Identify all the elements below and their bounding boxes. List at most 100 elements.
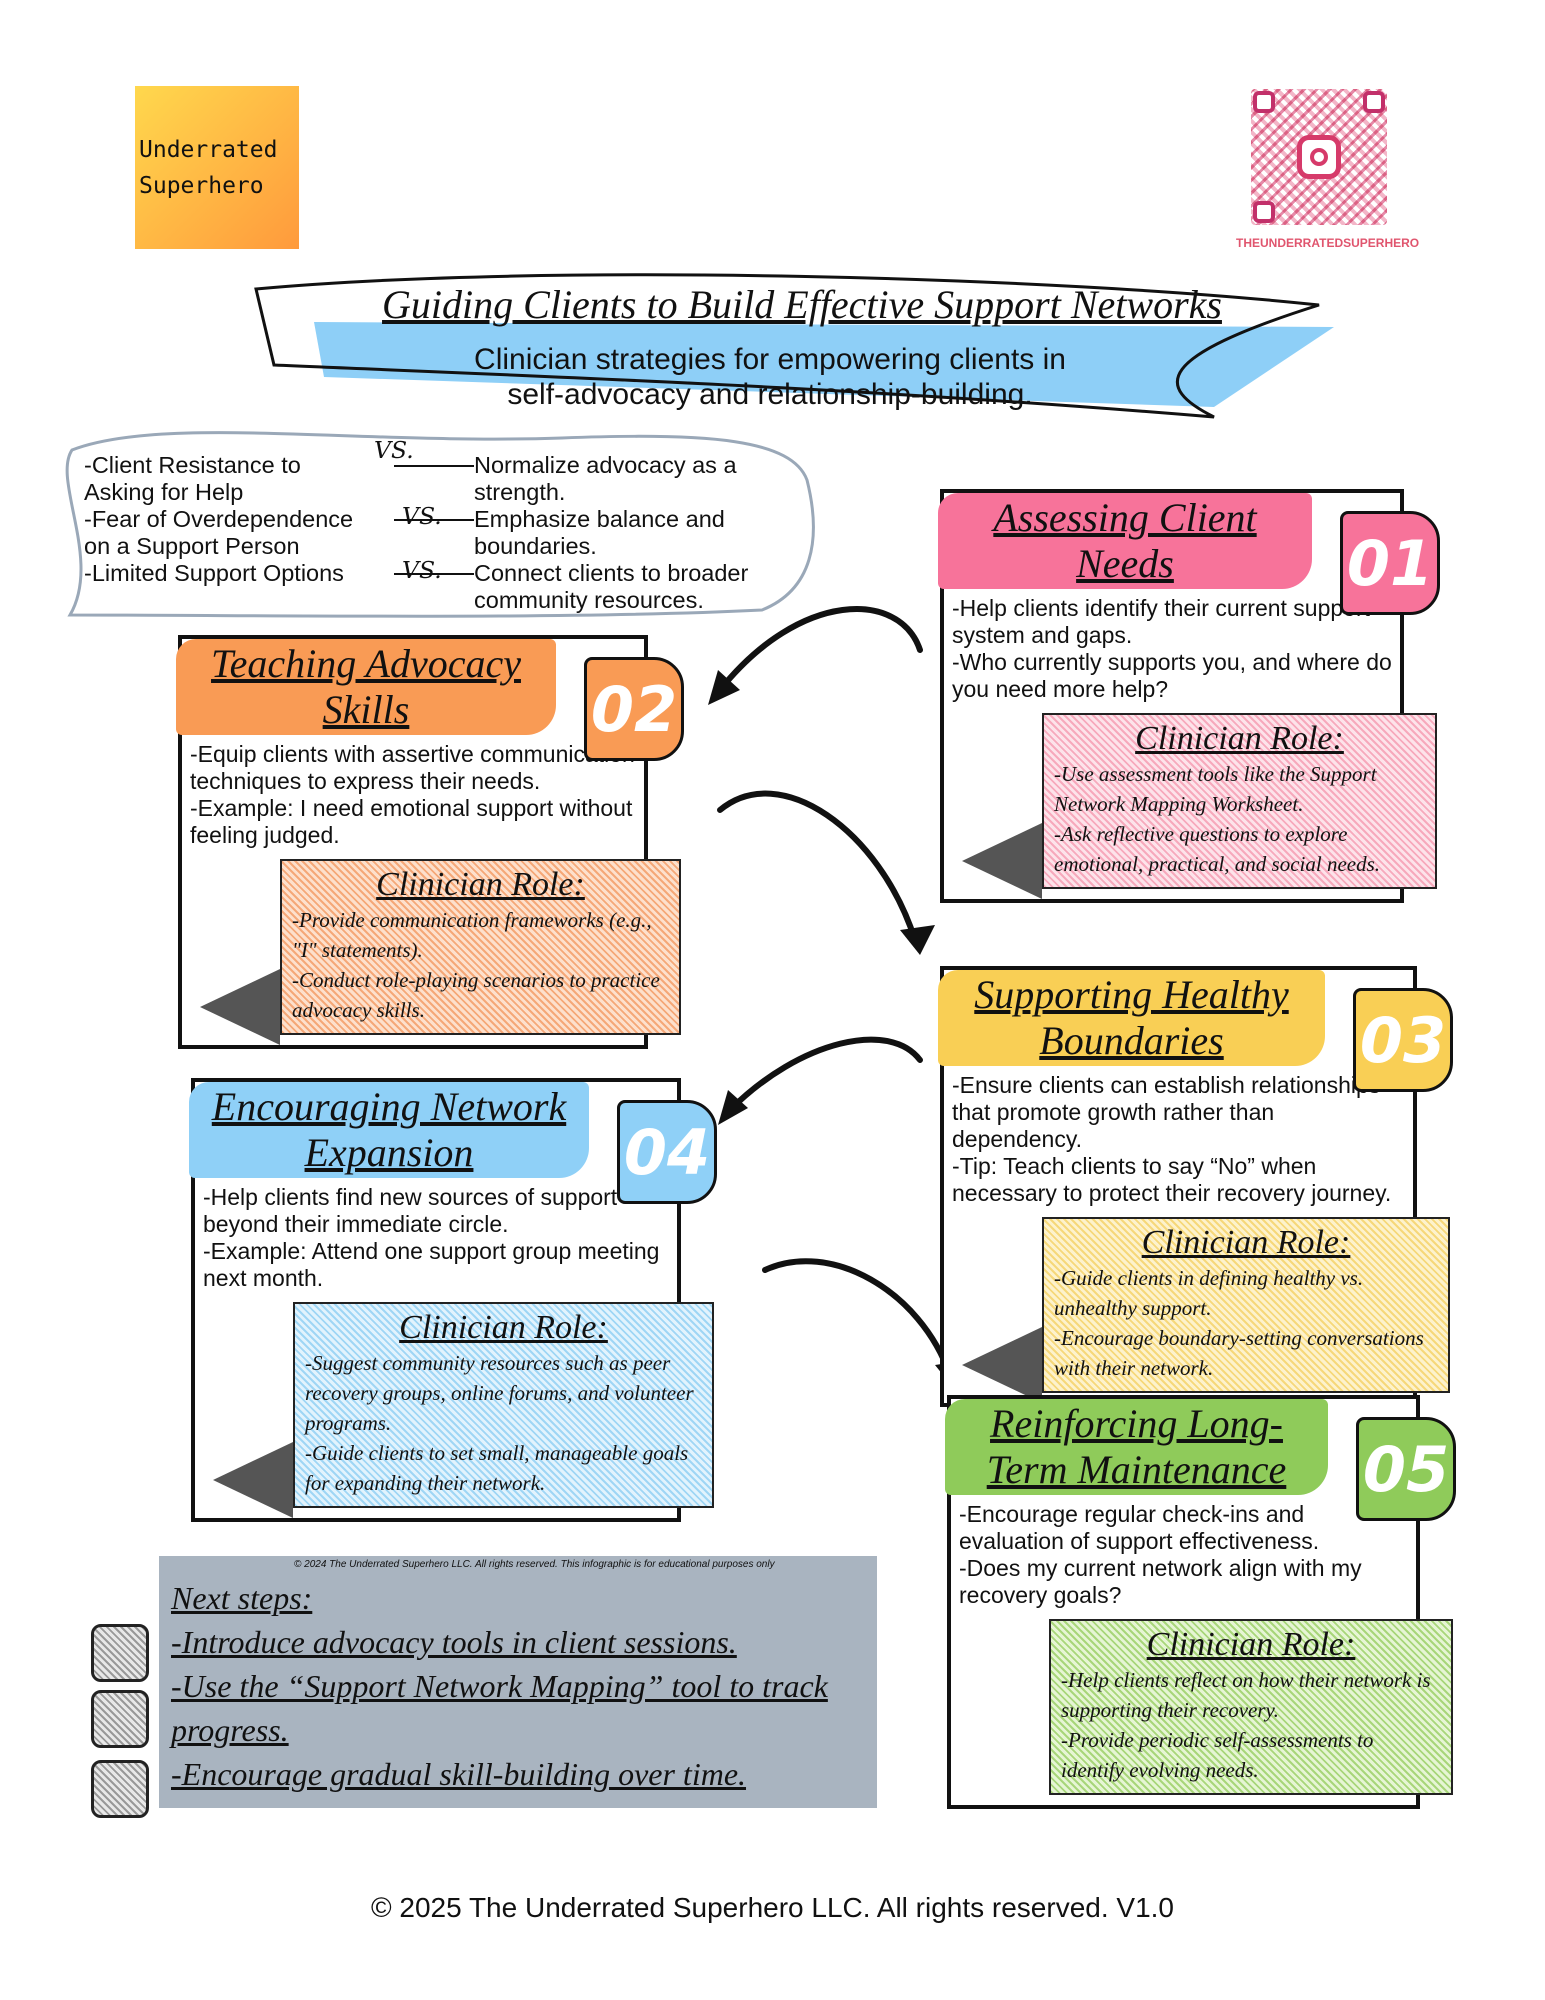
footer-copyright: © 2025 The Underrated Superhero LLC. All…: [370, 1892, 1175, 1923]
section-05: Reinforcing Long-Term Maintenance 05 -En…: [945, 1395, 1456, 1809]
next-step-checkbox[interactable]: [91, 1624, 149, 1682]
comparison-cloud-outline: [65, 431, 815, 618]
section-01-card: Assessing Client Needs 01 -Help clients …: [938, 489, 1440, 903]
section-01-body: -Help clients identify their current sup…: [952, 595, 1392, 703]
logo-line: Superhero: [139, 172, 264, 199]
section-05-clinician-role: Clinician Role: -Help clients reflect on…: [1049, 1619, 1453, 1795]
arrowhead: [708, 670, 740, 705]
body-line: -Encourage regular check-ins and evaluat…: [959, 1501, 1320, 1554]
subtitle-line: self-advocacy and relationship-building.: [507, 378, 1033, 411]
arrow-02-to-03: [717, 790, 918, 943]
body-line: -Who currently supports you, and where d…: [952, 649, 1392, 702]
subtitle-line: Clinician strategies for empowering clie…: [474, 343, 1066, 376]
challenge-line: -Limited Support Options: [84, 560, 344, 586]
body-line: -Ensure clients can establish relationsh…: [952, 1072, 1381, 1152]
challenge-line: -Client Resistance to: [84, 452, 301, 478]
clinician-role-title: Clinician Role:: [1141, 1224, 1351, 1261]
vs-label: VS.: [402, 502, 442, 530]
section-05-card: Reinforcing Long-Term Maintenance 05 -En…: [945, 1395, 1456, 1809]
instagram-icon: [1297, 135, 1341, 179]
next-step-item: -Introduce advocacy tools in client sess…: [171, 1624, 737, 1660]
role-line: -Suggest community resources such as pee…: [305, 1351, 694, 1435]
role-line: -Conduct role-playing scenarios to pract…: [292, 968, 660, 1022]
instagram-handle: THEUNDERRATEDSUPERHERO: [1236, 236, 1420, 250]
vs-label: VS.: [402, 556, 442, 584]
section-03-title: Supporting Healthy Boundaries: [938, 970, 1325, 1066]
fold-decoration: [962, 1327, 1042, 1403]
section-04-body: -Help clients find new sources of suppor…: [203, 1184, 669, 1292]
logo: Underrated Superhero: [135, 86, 299, 249]
vs-label: VS.: [374, 436, 414, 464]
section-04-title: Encouraging Network Expansion: [189, 1082, 589, 1178]
section-04-card: Encouraging Network Expansion 04 -Help c…: [189, 1078, 717, 1522]
solution-line: strength.: [474, 479, 566, 505]
role-line: -Ask reflective questions to explore emo…: [1054, 822, 1381, 876]
section-03-clinician-role: Clinician Role: -Guide clients in defini…: [1042, 1217, 1450, 1393]
qr-finder: [1363, 91, 1385, 113]
section-03: Supporting Healthy Boundaries 03 -Ensure…: [938, 966, 1453, 1407]
role-line: -Help clients reflect on how their netwo…: [1061, 1668, 1431, 1722]
page-subtitle: Clinician strategies for empowering clie…: [330, 342, 1210, 412]
infographic-copyright: © 2024 The Underrated Superhero LLC. All…: [294, 1559, 775, 1570]
fold-decoration: [962, 823, 1042, 899]
next-step-item: -Use the “Support Network Mapping” tool …: [171, 1668, 828, 1748]
section-02-badge: 02: [584, 657, 684, 761]
body-line: -Example: Attend one support group meeti…: [203, 1238, 660, 1291]
section-03-body: -Ensure clients can establish relationsh…: [952, 1072, 1405, 1207]
next-steps-title: Next steps:: [171, 1580, 313, 1616]
page-title: Guiding Clients to Build Effective Suppo…: [382, 282, 1222, 327]
section-01-clinician-role: Clinician Role: -Use assessment tools li…: [1042, 713, 1437, 889]
section-05-title: Reinforcing Long-Term Maintenance: [945, 1399, 1328, 1495]
section-02-clinician-role: Clinician Role: -Provide communication f…: [280, 859, 681, 1035]
arrow-04-to-05: [762, 1258, 953, 1378]
challenge-line: -Fear of Overdependence: [84, 506, 354, 532]
section-05-body: -Encourage regular check-ins and evaluat…: [959, 1501, 1408, 1609]
solution-line: boundaries.: [474, 533, 597, 559]
arrow-03-to-04: [727, 1036, 923, 1113]
next-step-checkbox[interactable]: [91, 1690, 149, 1748]
fold-decoration: [213, 1442, 293, 1518]
vs-connector: VS.: [394, 557, 474, 614]
section-03-badge: 03: [1353, 988, 1453, 1092]
solution-line: Normalize advocacy as a: [474, 452, 737, 478]
section-02-body: -Equip clients with assertive communicat…: [190, 741, 636, 849]
body-line: -Help clients identify their current sup…: [952, 595, 1371, 648]
body-line: -Tip: Teach clients to say “No” when nec…: [952, 1153, 1392, 1206]
section-02-card: Teaching Advocacy Skills 02 -Equip clien…: [176, 635, 684, 1049]
solution-line: Emphasize balance and: [474, 506, 725, 532]
body-line: -Does my current network align with my r…: [959, 1555, 1362, 1608]
next-steps-panel: © 2024 The Underrated Superhero LLC. All…: [159, 1556, 877, 1808]
section-01-badge: 01: [1340, 511, 1440, 615]
clinician-role-title: Clinician Role:: [399, 1309, 608, 1346]
section-03-card: Supporting Healthy Boundaries 03 -Ensure…: [938, 966, 1453, 1407]
role-line: -Guide clients to set small, manageable …: [305, 1441, 689, 1495]
clinician-role-title: Clinician Role:: [1146, 1626, 1356, 1663]
role-line: -Use assessment tools like the Support N…: [1054, 762, 1377, 816]
next-step-checkbox[interactable]: [91, 1760, 149, 1818]
role-line: -Guide clients in defining healthy vs. u…: [1054, 1266, 1364, 1320]
clinician-role-title: Clinician Role:: [1135, 720, 1344, 757]
solution-line: Connect clients to broader: [474, 560, 749, 586]
logo-line: Underrated: [139, 136, 278, 163]
instagram-qr-code[interactable]: [1251, 89, 1387, 225]
challenge-line: on a Support Person: [84, 533, 300, 559]
section-02: Teaching Advocacy Skills 02 -Equip clien…: [176, 635, 684, 1049]
vs-connector: VS.: [374, 437, 474, 506]
body-line: -Example: I need emotional support witho…: [190, 795, 633, 848]
comparison-row: -Limited Support Options VS. Connect cli…: [84, 557, 804, 614]
section-04: Encouraging Network Expansion 04 -Help c…: [189, 1078, 717, 1522]
role-line: -Provide periodic self-assessments to id…: [1061, 1728, 1374, 1782]
title-banner: [254, 273, 1334, 419]
role-line: -Encourage boundary-setting conversation…: [1054, 1326, 1424, 1380]
vs-connector: VS.: [394, 503, 474, 560]
body-line: -Help clients find new sources of suppor…: [203, 1184, 618, 1237]
section-01: Assessing Client Needs 01 -Help clients …: [938, 489, 1440, 903]
role-line: -Provide communication frameworks (e.g.,…: [292, 908, 652, 962]
section-04-clinician-role: Clinician Role: -Suggest community resou…: [293, 1302, 714, 1508]
clinician-role-title: Clinician Role:: [376, 866, 585, 903]
solution-line: community resources.: [474, 587, 704, 613]
fold-decoration: [200, 969, 280, 1045]
